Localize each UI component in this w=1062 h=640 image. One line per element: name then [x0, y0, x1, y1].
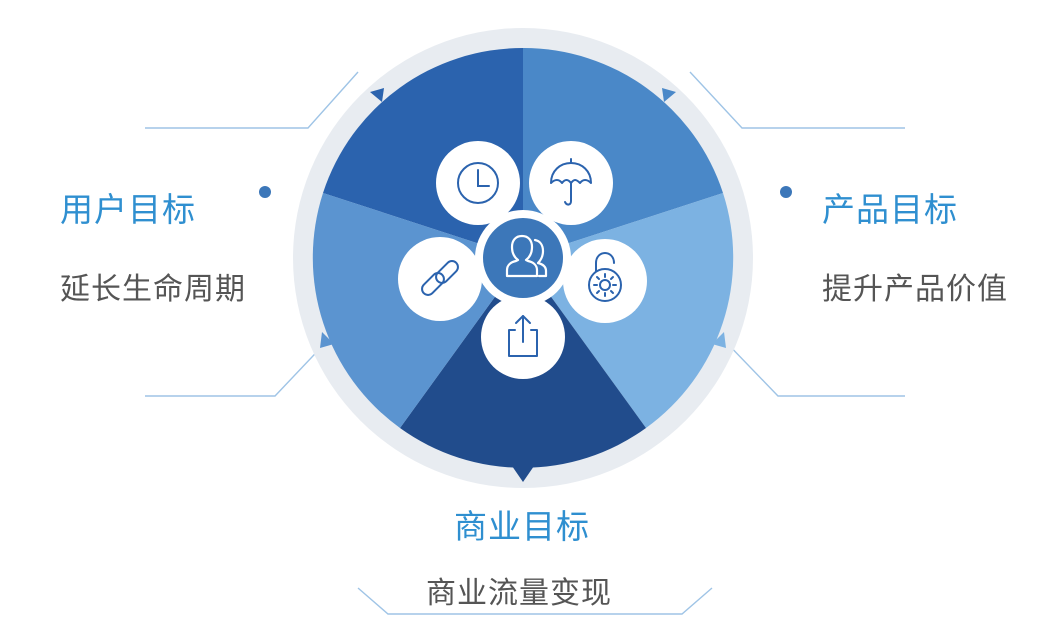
connector-bottom-right — [721, 337, 905, 397]
business-goal-title: 商业目标 — [454, 507, 590, 546]
product-goal-title: 产品目标 — [822, 190, 958, 229]
connector-top-right — [689, 71, 905, 129]
connector-bottom-left — [145, 337, 331, 397]
gear-lock-icon — [588, 251, 622, 302]
user-goal-title: 用户目标 — [60, 190, 196, 229]
business-goal-subtitle: 商业流量变现 — [426, 576, 612, 611]
pointer-bottom-right — [712, 332, 726, 348]
petal-link — [398, 237, 482, 321]
product-goal-subtitle: 提升产品价值 — [822, 272, 1008, 307]
connector-bottom — [357, 587, 713, 615]
pointer-top-right — [662, 88, 676, 102]
bullet-dot-left — [259, 186, 271, 198]
connector-lines — [145, 71, 905, 615]
center-circle — [483, 218, 563, 298]
share-icon — [508, 315, 538, 357]
user-goal-subtitle: 延长生命周期 — [60, 272, 246, 307]
pointer-bottom-left — [320, 332, 334, 348]
pointer-bottom — [512, 466, 534, 482]
umbrella-icon — [550, 158, 592, 206]
pointers — [320, 88, 726, 482]
pointer-top-left — [370, 88, 384, 102]
clock-icon — [457, 162, 499, 204]
link-icon — [421, 260, 459, 296]
bullet-dot-right — [780, 186, 792, 198]
connector-top-left — [145, 71, 359, 129]
users-icon — [505, 234, 548, 278]
